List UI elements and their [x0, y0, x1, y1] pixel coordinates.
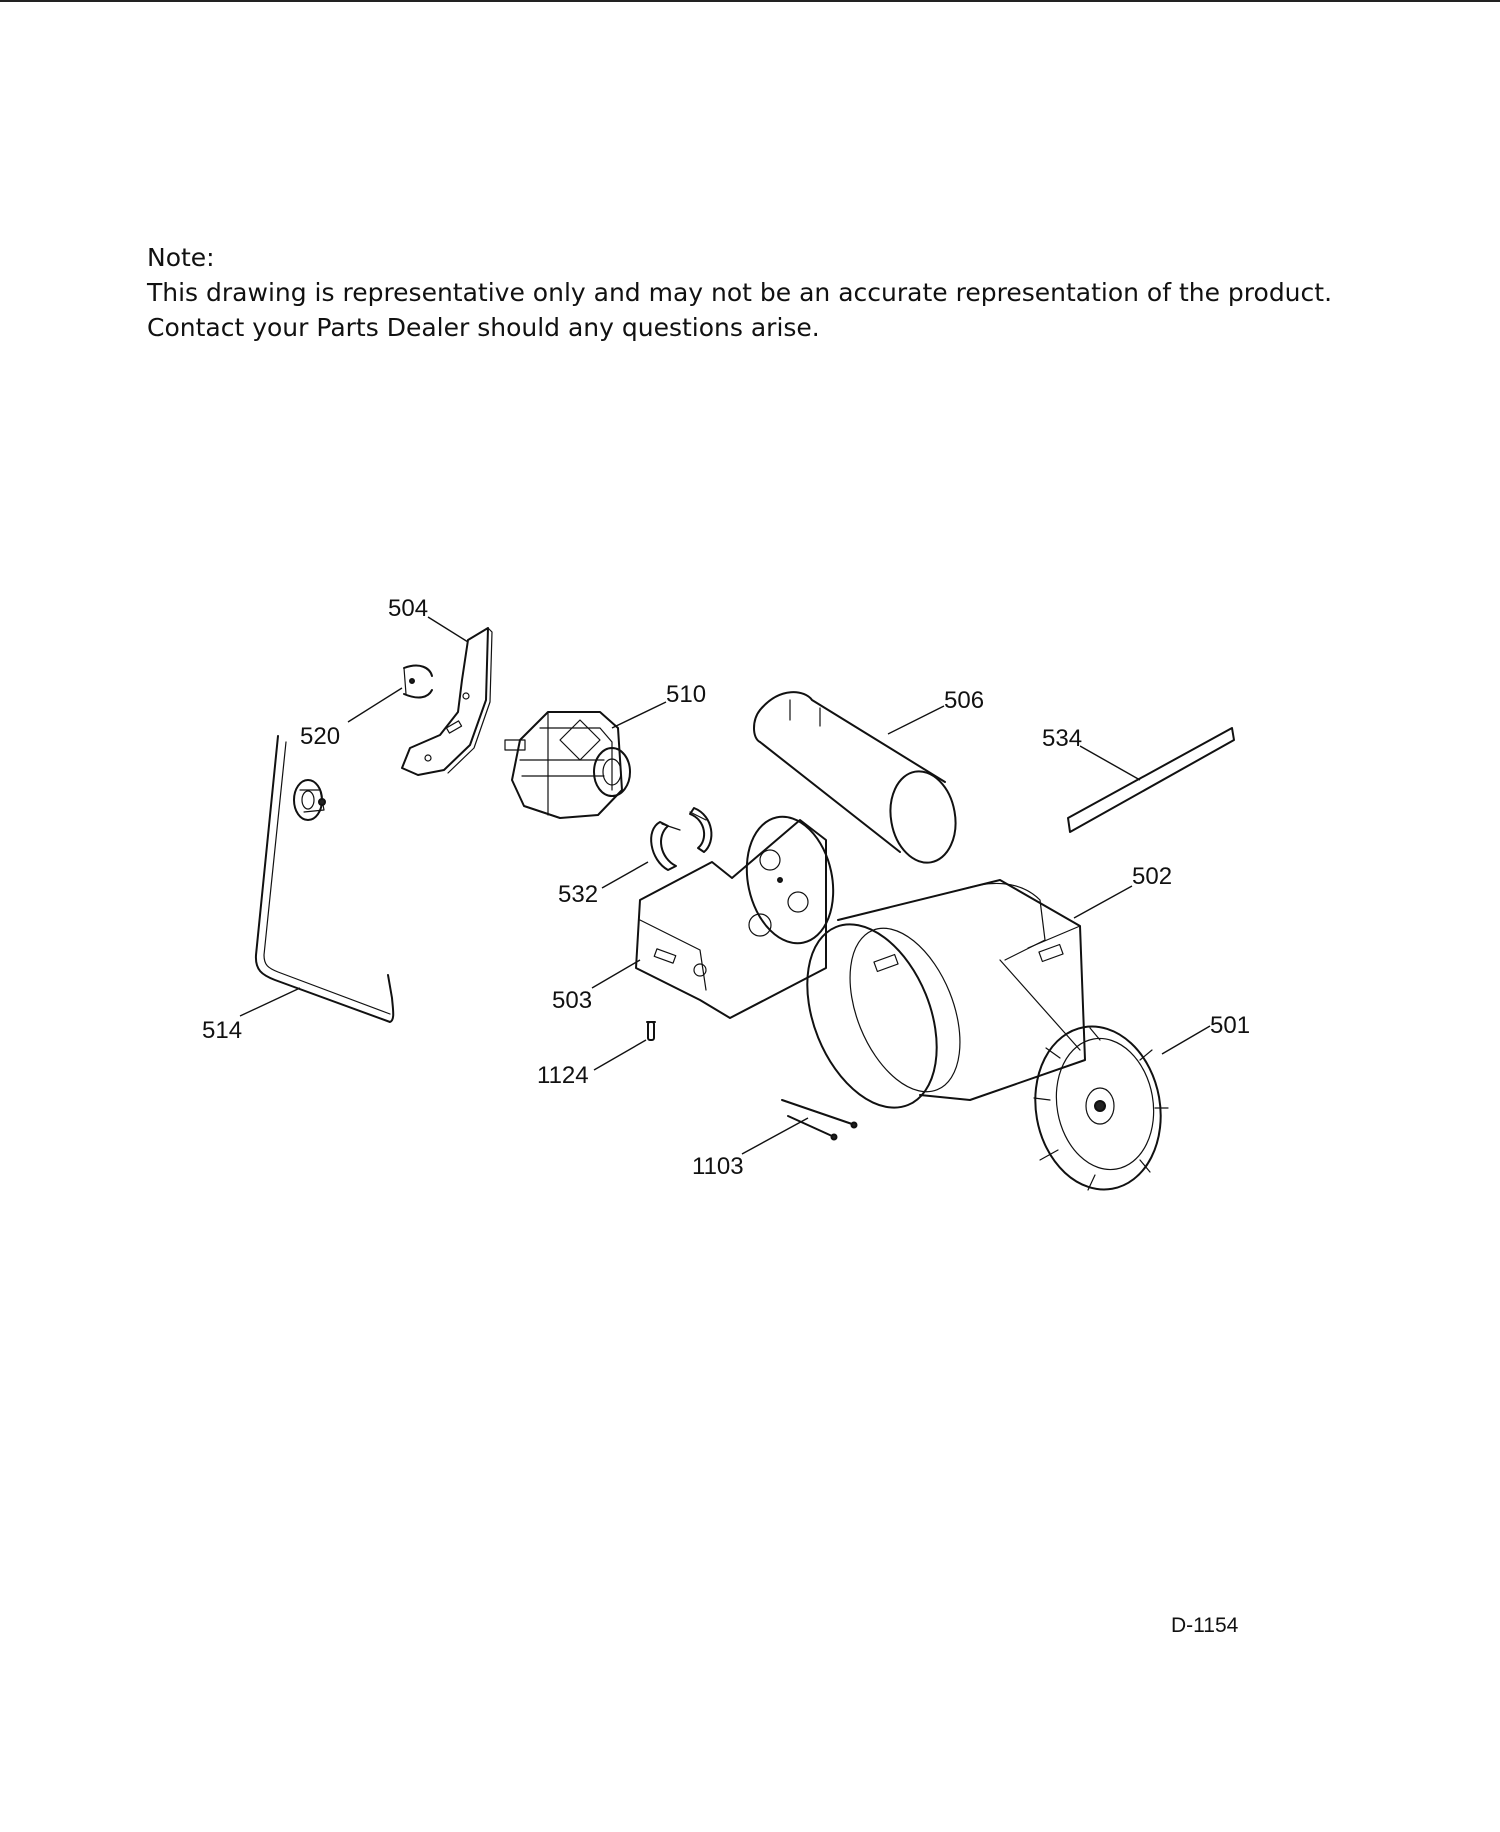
callout-534: 534 [1042, 725, 1082, 752]
note-line-2: Contact your Parts Dealer should any que… [147, 313, 820, 342]
part-534-strip [1067, 727, 1235, 833]
callout-506: 506 [944, 687, 984, 714]
drawing-number: D-1154 [1171, 1614, 1239, 1637]
callout-520: 520 [300, 723, 340, 750]
part-501-blower-wheel [1033, 1025, 1169, 1191]
callout-503: 503 [552, 987, 592, 1014]
top-border [0, 0, 1500, 2]
callout-1103: 1103 [692, 1153, 744, 1180]
leader-lines [239, 616, 1211, 1155]
part-520-clip [403, 664, 433, 699]
part-1103-screws [781, 1099, 858, 1141]
callout-501: 501 [1210, 1012, 1250, 1039]
part-514-belt [254, 735, 395, 1023]
callout-532: 532 [558, 881, 598, 908]
note-heading: Note: [147, 243, 215, 272]
part-504-bracket [401, 627, 493, 776]
part-506-cylinder [753, 691, 957, 864]
part-532-bearings [650, 807, 713, 871]
note-block: Note: This drawing is representative onl… [147, 240, 1332, 345]
callout-514: 514 [202, 1017, 242, 1044]
callout-502: 502 [1132, 863, 1172, 890]
part-1124-pin [646, 1021, 656, 1041]
note-line-1: This drawing is representative only and … [147, 278, 1333, 307]
part-502-housing [806, 879, 1086, 1109]
callout-504: 504 [388, 595, 428, 622]
callout-1124: 1124 [537, 1062, 589, 1089]
part-503-base [635, 815, 835, 1019]
callout-510: 510 [666, 681, 706, 708]
part-510-motor [504, 711, 631, 819]
